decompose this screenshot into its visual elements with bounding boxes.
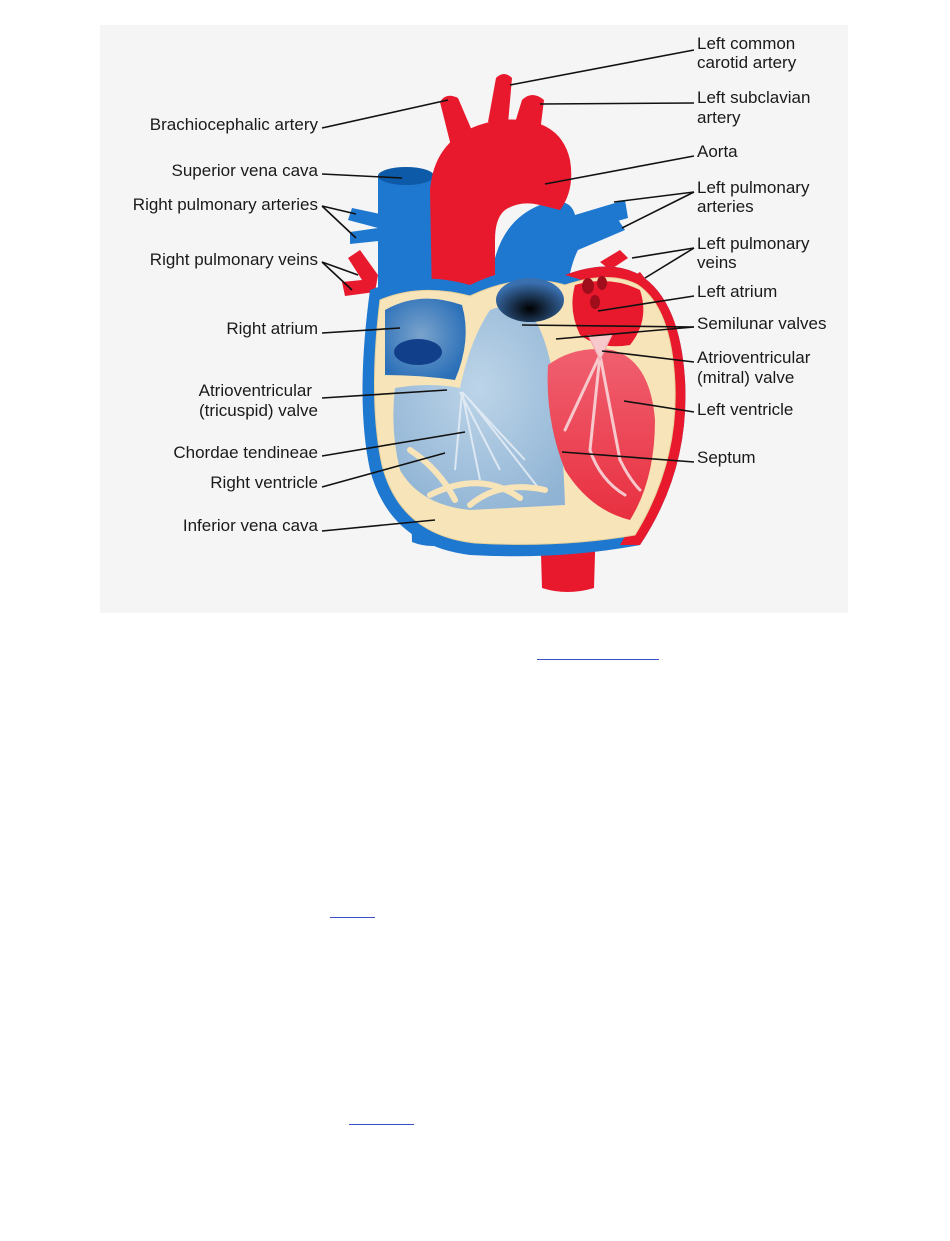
label-inferior-vena-cava: Inferior vena cava xyxy=(183,516,319,535)
label-right-pulmonary-arteries: Right pulmonary arteries xyxy=(133,195,318,214)
link-underline-1[interactable] xyxy=(537,659,659,660)
label-av-tricuspid-line2: (tricuspid) valve xyxy=(199,401,318,420)
superior-vena-cava-shape xyxy=(378,170,434,300)
label-semilunar-valves: Semilunar valves xyxy=(697,314,826,333)
svc-opening xyxy=(378,167,434,185)
trabeculae xyxy=(407,447,548,508)
label-left-pulmonary-veins-line1: Left pulmonary xyxy=(697,234,810,253)
leader-lines-right xyxy=(509,49,695,463)
chordae-tendineae-strands xyxy=(454,391,541,491)
label-left-pulmonary-arteries-line2: arteries xyxy=(697,197,754,216)
leader-lines-left xyxy=(321,99,466,532)
label-chordae-tendineae: Chordae tendineae xyxy=(173,443,318,462)
label-left-common-carotid-line1: Left common xyxy=(697,34,795,53)
link-underline-3[interactable] xyxy=(349,1124,414,1125)
label-av-tricuspid-line1: Atrioventricular xyxy=(199,381,313,400)
brachiocephalic-artery-shape xyxy=(440,95,476,150)
link-underline-2[interactable] xyxy=(330,917,375,918)
label-left-subclavian-line1: Left subclavian xyxy=(697,88,810,107)
label-left-pulmonary-veins-line2: veins xyxy=(697,253,737,272)
label-right-ventricle: Right ventricle xyxy=(210,473,318,492)
mitral-chordae xyxy=(563,353,642,497)
label-right-pulmonary-veins: Right pulmonary veins xyxy=(150,250,318,269)
right-pulmonary-arteries-shape xyxy=(348,208,388,244)
label-aorta: Aorta xyxy=(697,142,738,161)
pulmonary-vein-openings xyxy=(582,276,607,309)
label-superior-vena-cava: Superior vena cava xyxy=(172,161,319,180)
mitral-valve xyxy=(587,334,613,362)
aorta-shape xyxy=(430,119,572,300)
right-pulmonary-veins-shape xyxy=(342,250,378,296)
label-av-mitral-line2: (mitral) valve xyxy=(697,368,794,387)
left-common-carotid-shape xyxy=(488,74,512,124)
label-left-atrium: Left atrium xyxy=(697,282,777,301)
label-av-mitral-line1: Atrioventricular xyxy=(697,348,811,367)
coronary-sinus-opening xyxy=(394,339,442,365)
label-brachiocephalic-artery: Brachiocephalic artery xyxy=(150,115,319,134)
label-left-ventricle: Left ventricle xyxy=(697,400,793,419)
right-atrium-chamber xyxy=(385,298,466,380)
label-septum: Septum xyxy=(697,448,756,467)
left-subclavian-shape xyxy=(514,95,544,132)
label-left-subclavian-line2: artery xyxy=(697,108,741,127)
pulmonary-valve-opening xyxy=(496,278,564,322)
label-left-common-carotid-line2: carotid artery xyxy=(697,53,797,72)
right-ventricle-chamber xyxy=(393,306,565,510)
left-atrium-chamber xyxy=(572,281,644,347)
label-right-atrium: Right atrium xyxy=(226,319,318,338)
label-left-pulmonary-arteries-line1: Left pulmonary xyxy=(697,178,810,197)
